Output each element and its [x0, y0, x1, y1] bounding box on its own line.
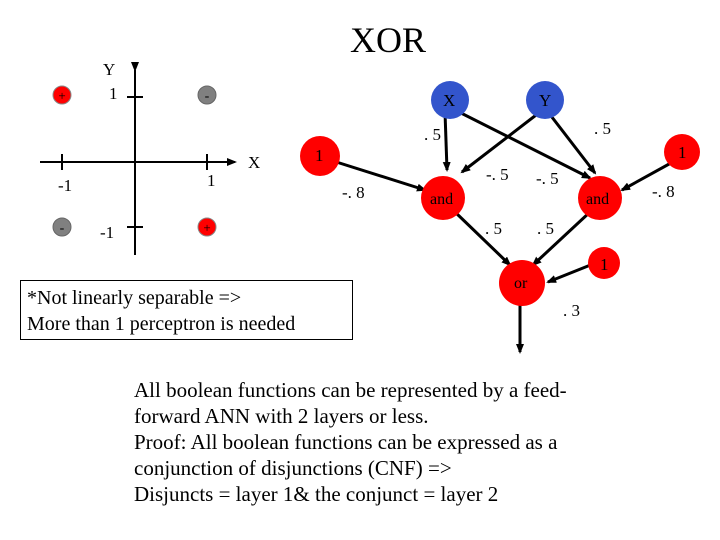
edge-and-right-to-or — [531, 210, 592, 267]
point-minus-bottom-left: - — [52, 217, 72, 237]
input-y-label: Y — [539, 91, 552, 110]
bias-right-label: 1 — [678, 143, 687, 162]
svg-text:+: + — [58, 88, 65, 103]
and-left-label: and — [430, 191, 454, 208]
body-paragraph: All boolean functions can be represented… — [134, 377, 654, 507]
edge-y-to-and-left — [460, 110, 541, 174]
weight-y-and-right: . 5 — [594, 119, 611, 138]
input-node-y — [526, 81, 564, 119]
edge-bias-left-to-and-left — [329, 158, 427, 192]
body-line-2: forward ANN with 2 layers or less. — [134, 404, 429, 428]
network-nodes — [300, 81, 700, 306]
svg-text:+: + — [203, 220, 210, 235]
weight-bias-left: -. 8 — [342, 183, 365, 202]
y-axis-label: Y — [103, 60, 116, 79]
edge-y-to-and-right — [546, 111, 597, 175]
x-tick-left-label: -1 — [58, 176, 73, 195]
hidden-node-and-right — [578, 176, 622, 220]
output-node-or — [499, 260, 545, 306]
weight-x-and-right: -. 5 — [536, 169, 559, 188]
weight-and-left-or: . 5 — [485, 219, 502, 238]
body-line-3: Proof: All boolean functions can be expr… — [134, 430, 558, 454]
bias-node-right — [664, 134, 700, 170]
y-tick-top-label: 1 — [109, 84, 118, 103]
input-node-x — [431, 81, 469, 119]
weight-and-right-or: . 5 — [537, 219, 554, 238]
hidden-node-and-left — [421, 176, 465, 220]
and-right-label: and — [586, 191, 610, 208]
callout-line-1: *Not linearly separable => — [27, 287, 242, 309]
svg-text:-: - — [205, 89, 210, 104]
bias-node-left — [300, 136, 340, 176]
weight-x-and-left: . 5 — [424, 125, 441, 144]
point-minus-top-right: - — [197, 85, 217, 105]
weight-y-and-left: -. 5 — [486, 165, 509, 184]
network-edges — [329, 108, 681, 354]
edge-and-left-to-or — [453, 210, 512, 267]
weight-bias-or: . 3 — [563, 301, 580, 320]
or-node-label: or — [514, 275, 528, 292]
bias-out-label: 1 — [600, 255, 609, 274]
xor-plot-axes — [40, 62, 237, 255]
bias-node-out — [588, 247, 620, 279]
y-tick-bottom-label: -1 — [100, 223, 115, 242]
not-separable-callout: *Not linearly separable => More than 1 p… — [20, 280, 353, 340]
point-plus-bottom-right: + — [197, 217, 217, 237]
slide-title: XOR — [350, 20, 427, 60]
body-line-1: All boolean functions can be represented… — [134, 378, 567, 402]
weight-bias-right: -. 8 — [652, 182, 675, 201]
x-tick-right-label: 1 — [207, 171, 216, 190]
edge-x-to-and-left — [442, 111, 451, 172]
input-x-label: X — [443, 91, 456, 110]
callout-line-2: More than 1 perceptron is needed — [27, 313, 296, 335]
body-line-5: Disjuncts = layer 1& the conjunct = laye… — [134, 482, 499, 506]
edge-x-to-and-right — [454, 108, 592, 180]
xor-points: + - - + — [52, 85, 217, 237]
svg-text:-: - — [60, 221, 65, 236]
body-line-4: conjunction of disjunctions (CNF) => — [134, 456, 452, 480]
point-plus-top-left: + — [52, 85, 72, 105]
bias-left-label: 1 — [315, 146, 324, 165]
x-axis-label: X — [248, 153, 261, 172]
